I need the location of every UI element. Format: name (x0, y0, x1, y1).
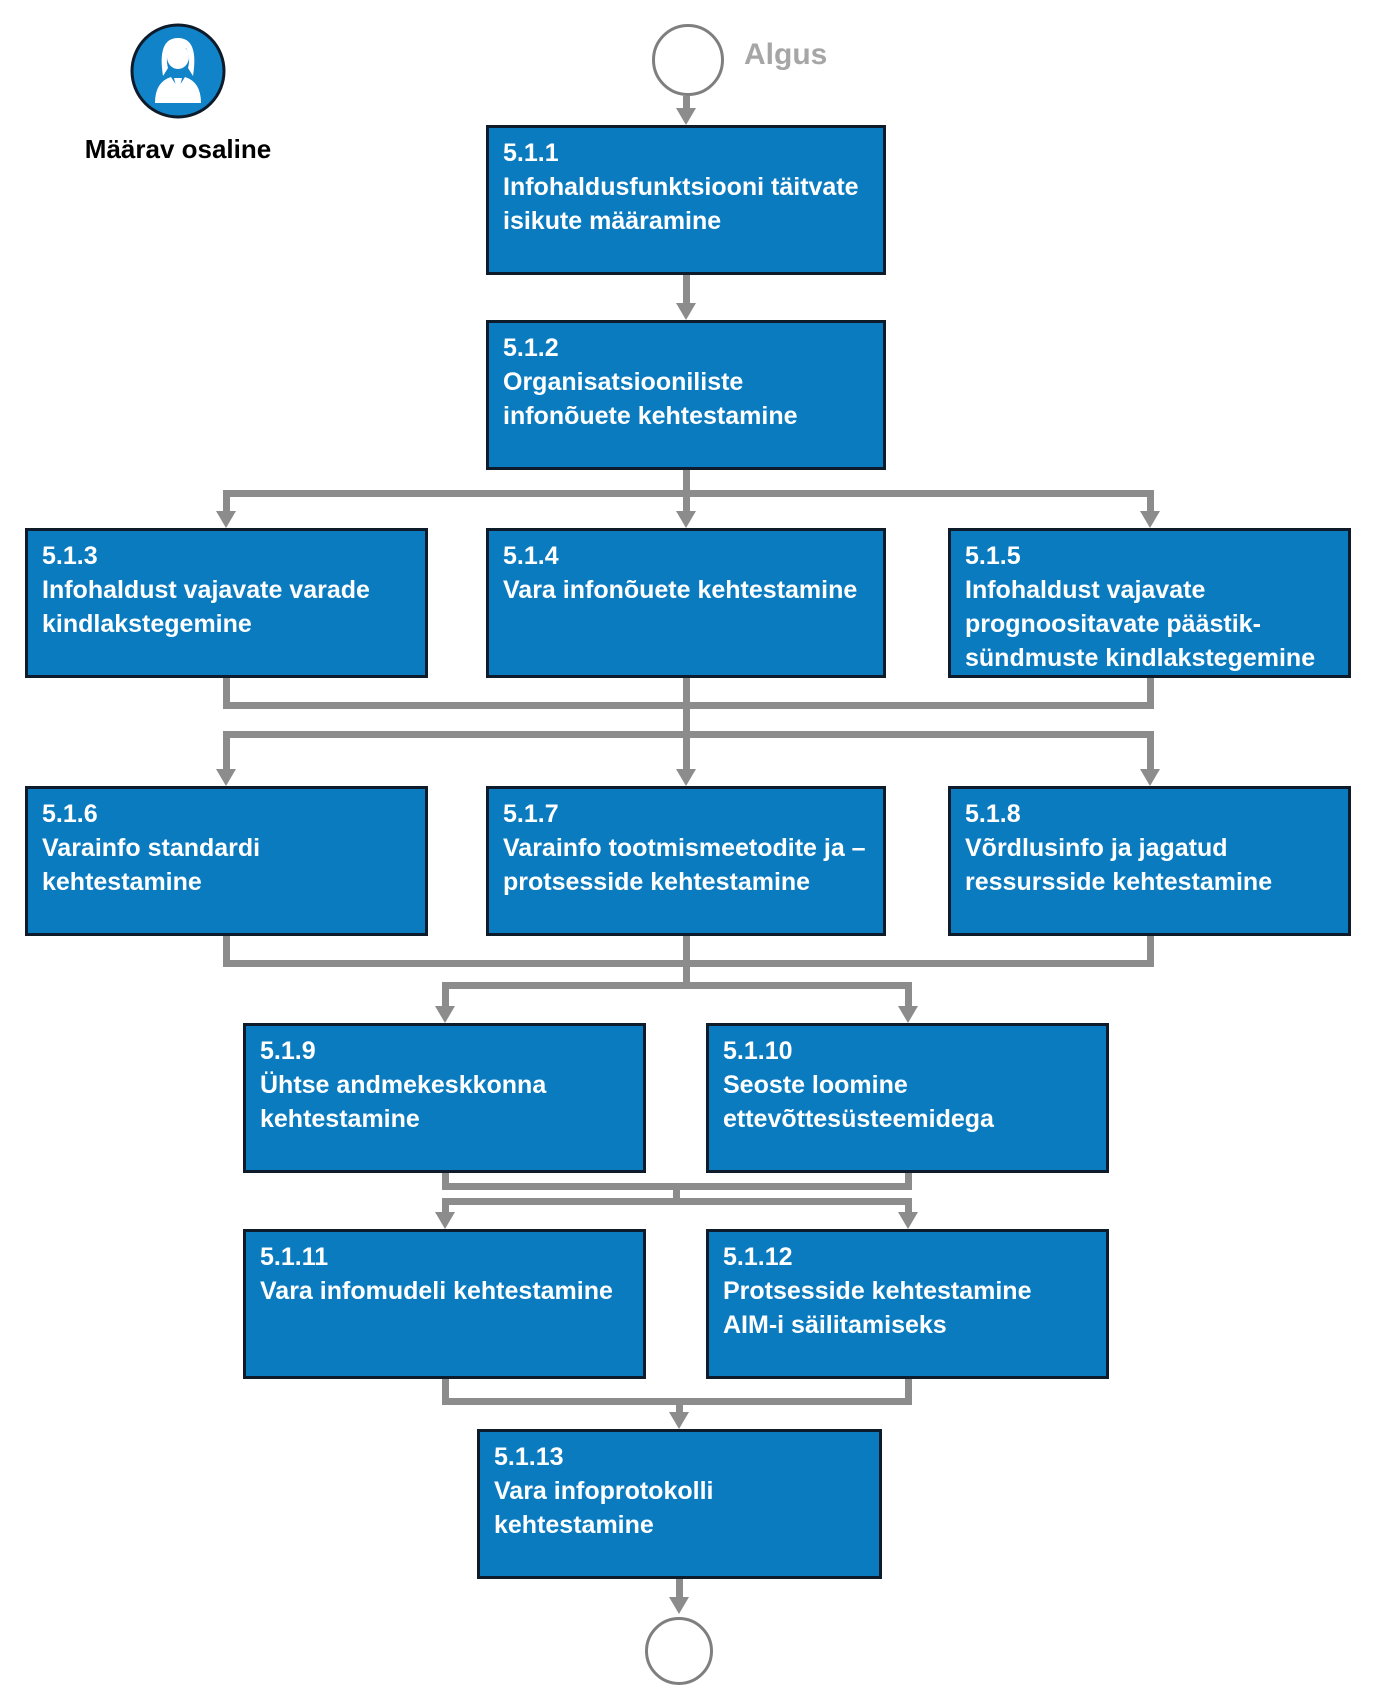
connector-line (223, 731, 230, 771)
connector-arrowhead (676, 511, 696, 528)
flow-node: 5.1.2 Organisatsiooniliste infonõuete ke… (486, 320, 886, 470)
connector-line (673, 1183, 680, 1205)
connector-line (683, 96, 690, 110)
connector-line (442, 1379, 449, 1405)
node-id: 5.1.8 (965, 800, 1021, 828)
node-id: 5.1.5 (965, 542, 1021, 570)
connector-line (683, 960, 690, 989)
connector-line (223, 678, 230, 709)
connector-line (442, 1173, 449, 1190)
connector-arrowhead (676, 769, 696, 786)
node-id: 5.1.11 (260, 1243, 329, 1271)
connector-line (442, 1198, 912, 1205)
node-id: 5.1.4 (503, 542, 559, 570)
connector-line (676, 1398, 683, 1414)
node-title: Organisatsiooniliste infonõuete kehtesta… (503, 368, 798, 430)
connector-line (442, 1198, 449, 1214)
connector-line (683, 275, 690, 305)
connector-arrowhead (669, 1597, 689, 1614)
connector-line (442, 982, 449, 1008)
start-label: Algus (744, 38, 828, 71)
connector-arrowhead (216, 511, 236, 528)
node-title: Seoste loomine ettevõttesüsteemidega (723, 1071, 994, 1133)
node-title: Ühtse andmekeskkonna kehtestamine (260, 1071, 547, 1133)
lane-label: Määrav osaline (84, 134, 272, 164)
connector-line (223, 490, 230, 511)
connector-line (905, 1173, 912, 1190)
end-terminal (645, 1617, 713, 1685)
node-title: Vara infonõuete kehtestamine (503, 576, 858, 604)
node-id: 5.1.13 (494, 1443, 564, 1471)
node-id: 5.1.9 (260, 1037, 316, 1065)
connector-line (683, 731, 690, 771)
start-terminal (652, 24, 724, 96)
node-title: Infohaldust vajavate prognoositavate pää… (965, 576, 1316, 672)
node-title: Varainfo standardi kehtestamine (42, 834, 261, 896)
connector-line (1147, 936, 1154, 967)
flow-node: 5.1.1 Infohaldusfunktsiooni täitvate isi… (486, 125, 886, 275)
node-id: 5.1.7 (503, 800, 559, 828)
flow-node: 5.1.5 Infohaldust vajavate prognoositava… (948, 528, 1351, 678)
connector-line (683, 936, 690, 967)
connector-arrowhead (216, 769, 236, 786)
connector-line (1147, 678, 1154, 709)
flow-node: 5.1.10 Seoste loomine ettevõttesüsteemid… (706, 1023, 1109, 1173)
node-title: Protsesside kehtestamine AIM-i säilitami… (723, 1277, 1032, 1339)
node-title: Vara infomudeli kehtestamine (260, 1277, 613, 1305)
connector-arrowhead (1140, 511, 1160, 528)
connector-arrowhead (435, 1006, 455, 1023)
connector-line (442, 982, 912, 989)
connector-line (683, 702, 690, 738)
node-id: 5.1.3 (42, 542, 98, 570)
connector-line (905, 1379, 912, 1405)
connector-arrowhead (676, 303, 696, 320)
node-title: Infohaldusfunktsiooni täitvate isikute m… (503, 173, 859, 235)
connector-line (676, 1579, 683, 1599)
node-id: 5.1.10 (723, 1037, 793, 1065)
node-id: 5.1.6 (42, 800, 98, 828)
connector-line (683, 678, 690, 709)
node-title: Infohaldust vajavate varade kindlakstege… (42, 576, 370, 638)
flow-node: 5.1.7 Varainfo tootmismeetodite ja – pro… (486, 786, 886, 936)
person-icon (130, 23, 226, 119)
flow-node: 5.1.9 Ühtse andmekeskkonna kehtestamine (243, 1023, 646, 1173)
connector-line (1147, 490, 1154, 511)
flow-node: 5.1.12 Protsesside kehtestamine AIM-i sä… (706, 1229, 1109, 1379)
node-id: 5.1.1 (503, 139, 559, 167)
connector-line (1147, 731, 1154, 771)
connector-line (905, 1198, 912, 1214)
connector-arrowhead (676, 108, 696, 125)
flow-node: 5.1.4 Vara infonõuete kehtestamine (486, 528, 886, 678)
node-title: Varainfo tootmismeetodite ja – protsessi… (503, 834, 866, 896)
connector-line (223, 936, 230, 967)
flow-node: 5.1.11 Vara infomudeli kehtestamine (243, 1229, 646, 1379)
flow-node: 5.1.3 Infohaldust vajavate varade kindla… (25, 528, 428, 678)
connector-arrowhead (898, 1212, 918, 1229)
node-title: Vara infoprotokolli kehtestamine (494, 1477, 714, 1539)
flow-node: 5.1.13 Vara infoprotokolli kehtestamine (477, 1429, 882, 1579)
connector-arrowhead (435, 1212, 455, 1229)
connector-arrowhead (898, 1006, 918, 1023)
node-title: Võrdlusinfo ja jagatud ressursside kehte… (965, 834, 1273, 896)
node-id: 5.1.12 (723, 1243, 793, 1271)
connector-line (223, 490, 1154, 497)
connector-arrowhead (669, 1412, 689, 1429)
flow-node: 5.1.8 Võrdlusinfo ja jagatud ressursside… (948, 786, 1351, 936)
flow-node: 5.1.6 Varainfo standardi kehtestamine (25, 786, 428, 936)
connector-line (905, 982, 912, 1008)
node-id: 5.1.2 (503, 334, 559, 362)
connector-arrowhead (1140, 769, 1160, 786)
